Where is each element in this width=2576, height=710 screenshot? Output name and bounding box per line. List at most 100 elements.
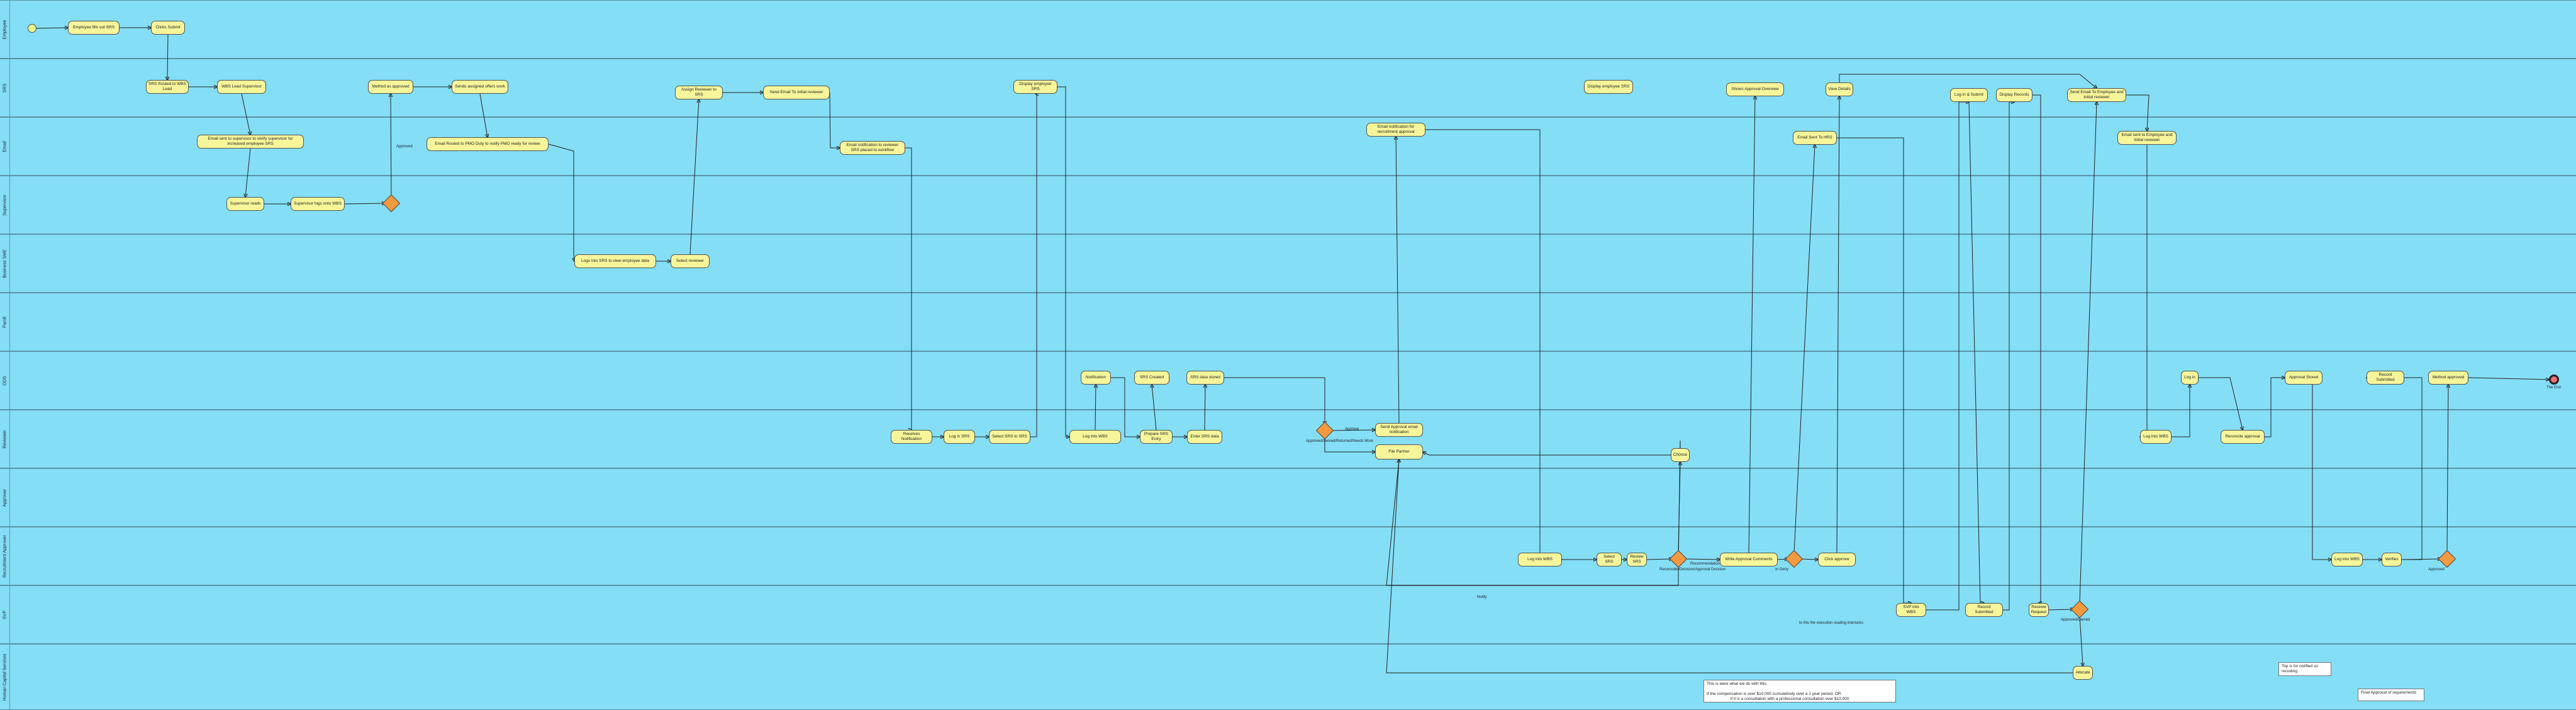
task-t46[interactable]: Review SRS (1627, 553, 1647, 566)
task-t6[interactable]: Sends assigned offers work (452, 80, 508, 94)
annotation-note: This is were what we do with this. If th… (1703, 680, 1896, 702)
swimlane-label: ODS (0, 352, 10, 409)
sequence-flow (1678, 440, 1681, 565)
task-t54[interactable]: Allocate (2073, 666, 2093, 680)
task-t32[interactable]: Method approved (2428, 371, 2468, 385)
task-t39[interactable]: Send Approval email notification (1375, 423, 1423, 437)
swimlane-label: Approver (0, 469, 10, 526)
task-t4[interactable]: WBS Lead Supervisor (217, 80, 266, 94)
task-t51[interactable]: SVP into WBS (1896, 603, 1926, 617)
task-t48[interactable]: Click approve (1818, 553, 1856, 566)
task-t27[interactable]: SRS Created (1134, 371, 1169, 385)
task-t3[interactable]: SRS Routed to WBS Lead (146, 80, 189, 94)
swimlane-l0: Employee (0, 0, 2576, 59)
task-t26[interactable]: Notification (1081, 371, 1111, 385)
annotation-note: Final Approval of requirements (2358, 689, 2424, 701)
task-t11[interactable]: Shows Approval Overview (1726, 82, 1784, 96)
task-t37[interactable]: Prepare SRS Entry (1140, 430, 1173, 444)
end-event[interactable] (2549, 375, 2559, 385)
sequence-flow (2003, 102, 2014, 611)
task-t14[interactable]: Display Records (1996, 88, 2032, 102)
task-t38[interactable]: Enter SRS data (1187, 430, 1222, 444)
sequence-flow (1152, 385, 1157, 431)
swimlane-label: Paroll (0, 293, 10, 351)
gateway-label: Approved (2428, 568, 2445, 572)
sequence-flow (905, 147, 912, 430)
flow-label: Approve (1345, 427, 1359, 431)
task-t15[interactable]: Send Email To Employee and initial revie… (2067, 88, 2126, 102)
task-t12[interactable]: View Details (1826, 82, 1853, 96)
sequence-flow (1800, 559, 1818, 560)
task-t50[interactable]: Verifies (2382, 553, 2402, 566)
task-t21[interactable]: Email sent to Employee and initial revie… (2117, 131, 2177, 145)
task-t17[interactable]: Email Routed to PMO Duty to notify PMO r… (427, 137, 549, 151)
sequence-flow (1224, 377, 1325, 424)
task-t28[interactable]: SRS data stored (1186, 371, 1224, 385)
task-t16[interactable]: Email sent to supervisor to verify super… (197, 135, 304, 149)
task-t33[interactable]: Receives Notification (891, 430, 932, 444)
end-event-label: The End (2546, 386, 2561, 390)
task-t47[interactable]: Write Approval Comments (1720, 553, 1778, 566)
sequence-flow (1095, 385, 1096, 431)
sequence-flow (2172, 385, 2190, 437)
sequence-flow (2048, 609, 2073, 610)
sequence-flow (241, 93, 250, 135)
task-t52[interactable]: Record Submitted (1965, 603, 2003, 617)
gateway-label: or Deny (1775, 568, 1789, 572)
sequence-flow (1396, 137, 1400, 424)
task-t49[interactable]: Log into WBS (2331, 553, 2363, 566)
sequence-flow (2199, 377, 2243, 430)
task-t44[interactable]: Log into WBS (1518, 553, 1562, 566)
swimlane-label: Email (0, 118, 10, 175)
task-t20[interactable]: Email Sent To HRS (1793, 131, 1837, 145)
task-t43[interactable]: Reconcile approval (2221, 430, 2265, 444)
task-t10[interactable]: Display employee SRS (1584, 80, 1633, 94)
task-t22[interactable]: Supervisor reads (226, 197, 264, 211)
sequence-flow (2032, 94, 2041, 603)
task-t2[interactable]: Clicks Submit (151, 21, 185, 35)
sequence-flow (1684, 559, 1720, 560)
task-t7[interactable]: Assign Reviewer to SRS (675, 86, 723, 99)
task-t42[interactable]: Log into WBS (2140, 430, 2172, 444)
task-t34[interactable]: Log in SRS (944, 430, 975, 444)
task-t40[interactable]: File Partner (1375, 444, 1423, 459)
sequence-flow (1030, 94, 1037, 437)
task-t30[interactable]: Approval Stored (2285, 371, 2322, 385)
sequence-flow (2079, 615, 2083, 666)
annotation-note: Top is for notified so recoding (2278, 662, 2331, 676)
task-t19[interactable]: Email notification for recruitment appro… (1366, 123, 1425, 137)
task-t35[interactable]: Select SRS to SRS (989, 430, 1030, 444)
sequence-flow (2468, 377, 2549, 380)
task-t8[interactable]: Send Email To initial reviewer (763, 86, 830, 99)
task-t53[interactable]: Receive Request (2029, 603, 2049, 617)
sequence-flow (1836, 96, 1839, 553)
gateway-label: Approved/Denied/Returned/Needs More (1306, 439, 1374, 443)
task-t36[interactable]: Log into WBS (1069, 430, 1121, 444)
task-t31[interactable]: Record Submitted (2367, 371, 2404, 385)
task-t1[interactable]: Employee fills out SRS (68, 21, 120, 35)
task-t5[interactable]: Method as approved (368, 80, 413, 94)
task-t24[interactable]: Logs into SRS to view employee data (574, 254, 656, 268)
sequence-flow (2401, 559, 2441, 560)
swimlane-label: Human Capital Services (0, 645, 10, 709)
sequence-flow (1793, 145, 1815, 553)
sequence-flow (1748, 96, 1755, 553)
flow-label: to this the execution reading interlocks (1799, 621, 1864, 625)
sequence-flow (829, 92, 840, 148)
swimlane-label: Supervisor (0, 176, 10, 234)
task-t25[interactable]: Select reviewer (671, 254, 710, 268)
task-t9[interactable]: Display employee SRS (1013, 80, 1057, 94)
start-event[interactable] (28, 24, 36, 33)
sequence-flow (1968, 101, 1984, 603)
swimlane-label: SRS (0, 59, 10, 116)
task-t41[interactable]: Choose (1671, 448, 1690, 462)
task-t13[interactable]: Log in & Submit (1950, 88, 1988, 102)
sequence-flow (245, 148, 251, 197)
task-t29[interactable]: Log in (2181, 371, 2199, 385)
sequence-flow (2367, 378, 2423, 560)
task-t45[interactable]: Select SRS (1597, 553, 1622, 566)
swimlane-l8: Approver (0, 468, 2576, 527)
task-t23[interactable]: Supervisor logs onto WBS (291, 197, 345, 211)
task-t18[interactable]: Email notification to reviewer SRS place… (840, 141, 905, 155)
